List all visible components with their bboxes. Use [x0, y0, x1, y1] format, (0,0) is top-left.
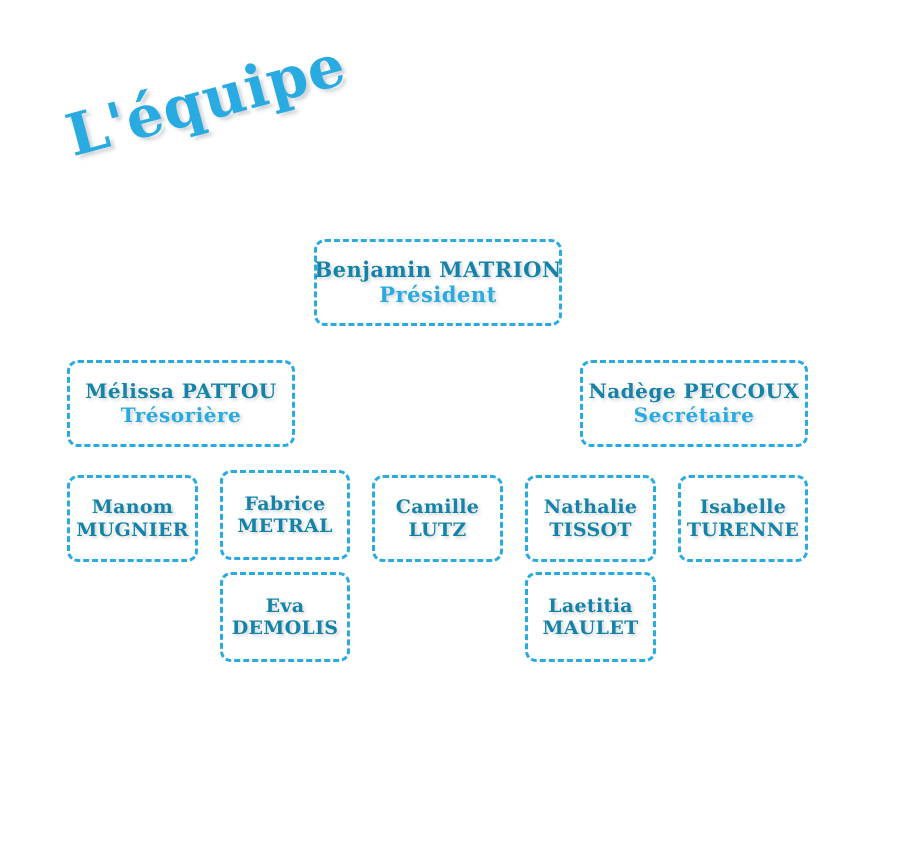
person-name: Benjamin MATRION — [314, 256, 562, 282]
person-role: Secrétaire — [633, 402, 755, 427]
person-role: Président — [379, 281, 497, 307]
org-node-member-tissot[interactable]: Nathalie TISSOT — [525, 475, 656, 562]
person-last-name: MUGNIER — [76, 518, 189, 541]
person-last-name: LUTZ — [408, 518, 467, 541]
person-first-name: Eva — [265, 594, 305, 617]
person-name: Mélissa PATTOU — [85, 378, 277, 403]
org-node-member-turenne[interactable]: Isabelle TURENNE — [678, 475, 808, 562]
org-node-president[interactable]: Benjamin MATRION Président — [314, 239, 562, 326]
org-node-member-lutz[interactable]: Camille LUTZ — [372, 475, 503, 562]
person-first-name: Nathalie — [543, 496, 638, 519]
person-first-name: Laetitia — [548, 594, 633, 617]
org-node-tresoriere[interactable]: Mélissa PATTOU Trésorière — [67, 360, 295, 447]
org-node-secretaire[interactable]: Nadège PECCOUX Secrétaire — [580, 360, 808, 447]
org-node-member-demolis[interactable]: Eva DEMOLIS — [220, 572, 350, 662]
person-last-name: METRAL — [237, 515, 333, 537]
person-first-name: Manom — [91, 496, 174, 519]
person-last-name: MAULET — [542, 617, 639, 639]
org-node-member-maulet[interactable]: Laetitia MAULET — [525, 572, 656, 662]
page-title: L'équipe — [59, 30, 353, 170]
person-first-name: Fabrice — [244, 492, 326, 515]
person-last-name: TURENNE — [686, 518, 800, 541]
person-last-name: DEMOLIS — [231, 617, 339, 639]
org-node-member-metral[interactable]: Fabrice METRAL — [220, 470, 350, 560]
org-node-member-mugnier[interactable]: Manom MUGNIER — [67, 475, 198, 562]
person-role: Trésorière — [120, 402, 242, 427]
person-first-name: Isabelle — [699, 496, 787, 519]
person-first-name: Camille — [395, 496, 480, 519]
person-last-name: TISSOT — [549, 518, 632, 541]
person-name: Nadège PECCOUX — [588, 378, 800, 403]
